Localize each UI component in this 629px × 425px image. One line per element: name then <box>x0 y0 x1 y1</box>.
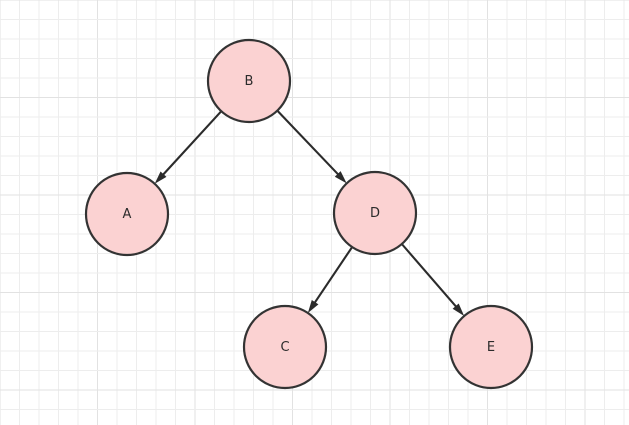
edge-b-to-d[interactable] <box>276 109 347 184</box>
edge-line <box>313 246 354 305</box>
node-label: E <box>487 340 495 355</box>
arrowhead-icon <box>154 171 167 184</box>
node-shape <box>448 304 534 390</box>
node-label: B <box>245 74 254 89</box>
node-shape <box>332 170 418 256</box>
node-label: D <box>370 206 380 221</box>
node-shape <box>242 304 328 390</box>
node-shape <box>84 171 170 257</box>
node-e[interactable]: E <box>448 304 534 390</box>
node-a[interactable]: A <box>84 171 170 257</box>
arrowhead-icon <box>307 299 319 313</box>
nodes-group: B A D C E <box>84 38 534 390</box>
node-label: C <box>280 340 289 355</box>
node-label: A <box>123 207 132 222</box>
arrowhead-icon <box>452 303 465 316</box>
edge-line <box>276 109 340 176</box>
edge-b-to-a[interactable] <box>154 110 223 184</box>
node-b[interactable]: B <box>206 38 292 124</box>
edge-d-to-e[interactable] <box>401 243 465 316</box>
edge-line <box>161 110 223 177</box>
edge-line <box>401 243 458 309</box>
edges-group <box>154 109 465 316</box>
edge-d-to-c[interactable] <box>307 246 354 313</box>
arrowhead-icon <box>334 171 347 184</box>
node-d[interactable]: D <box>332 170 418 256</box>
node-c[interactable]: C <box>242 304 328 390</box>
node-shape <box>206 38 292 124</box>
